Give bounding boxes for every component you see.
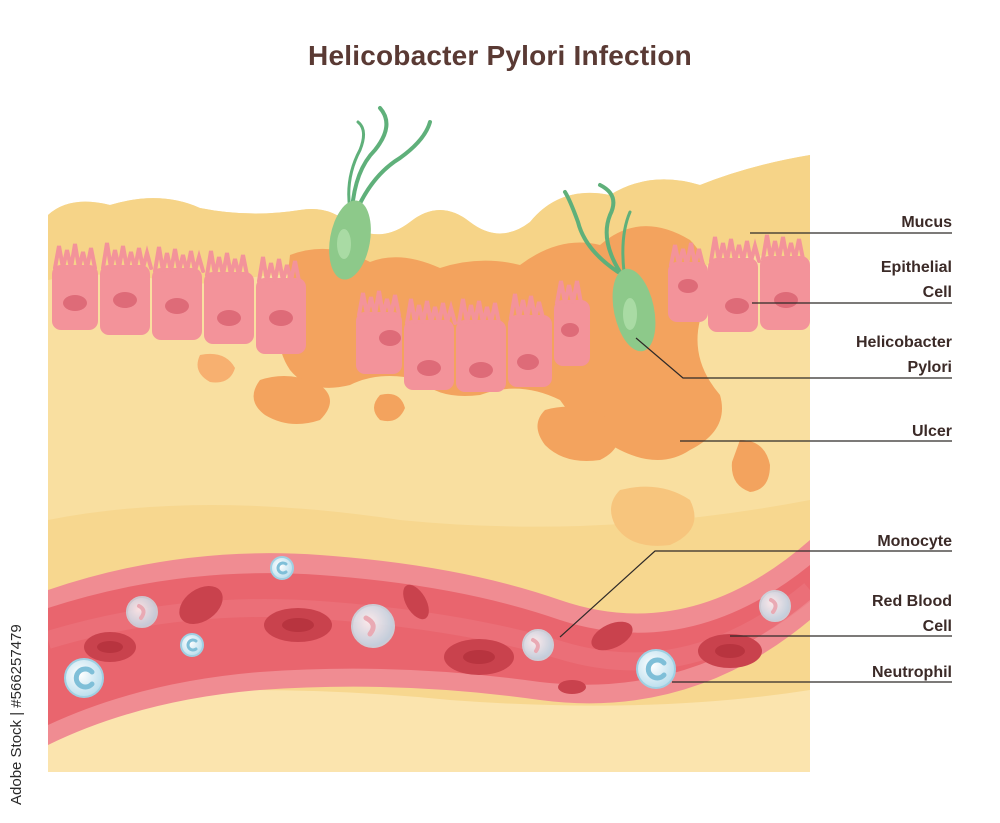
epithelial-cells-middle [356, 280, 590, 392]
h-pylori-bacterium-right [563, 183, 656, 352]
leader-hpylori [635, 337, 952, 379]
stock-watermark: Adobe Stock | #566257479 [8, 624, 25, 805]
red-blood-cells [84, 584, 762, 694]
diagram-title: Helicobacter Pylori Infection [308, 40, 692, 71]
leader-lines [559, 232, 952, 683]
label-red-blood-cell: Red Blood Cell [872, 593, 952, 635]
label-monocyte: Monocyte [877, 533, 952, 550]
epithelial-cells-right [668, 234, 810, 332]
h-pylori-bacterium-left [329, 106, 432, 280]
leader-monocyte [559, 550, 952, 638]
label-ulcer: Ulcer [911, 423, 952, 440]
white-blood-cells [64, 556, 791, 698]
epithelial-cells-left [52, 242, 306, 354]
label-epithelial-cell: Epithelial Cell [880, 259, 952, 301]
label-mucus: Mucus [901, 214, 952, 231]
label-neutrophil: Neutrophil [872, 664, 952, 681]
label-helicobacter-pylori: Helicobacter Pylori [855, 334, 952, 376]
